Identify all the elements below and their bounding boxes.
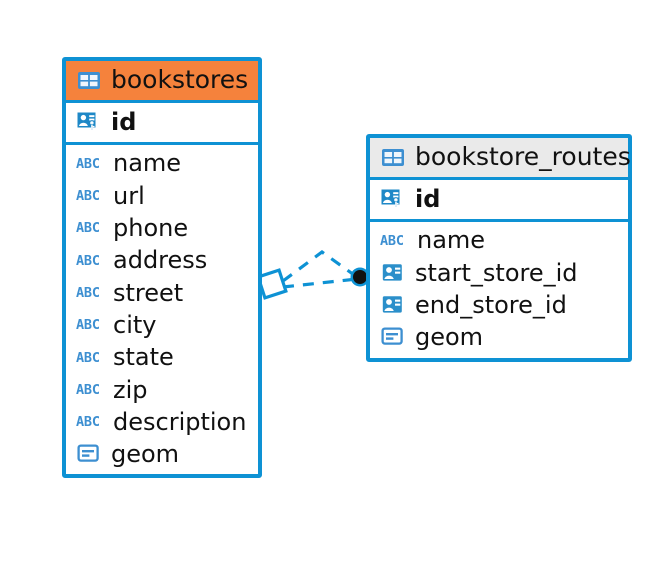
table-grid-icon (380, 146, 406, 168)
column-label: url (113, 181, 145, 210)
geometry-icon (380, 326, 406, 348)
primary-key-icon (380, 188, 406, 210)
column-row-street[interactable]: ABC street (66, 277, 258, 309)
text-abc-icon: ABC (76, 188, 100, 205)
column-label: description (113, 407, 247, 436)
column-row-url[interactable]: ABC url (66, 180, 258, 212)
column-label: geom (415, 323, 484, 352)
entity-title: bookstore_routes (415, 142, 631, 171)
text-abc-icon: ABC (76, 349, 100, 366)
primary-key-section: id (66, 100, 258, 146)
entity-header[interactable]: bookstore_routes (370, 138, 631, 177)
entity-table-bookstore-routes[interactable]: bookstore_routes (366, 134, 632, 362)
column-label: phone (113, 213, 189, 242)
column-row-primary-key[interactable]: id (66, 103, 258, 142)
text-abc-icon: ABC (76, 284, 100, 301)
column-label: name (113, 149, 182, 178)
column-row-geom[interactable]: geom (370, 321, 628, 353)
column-label: city (113, 310, 157, 339)
text-abc-icon: ABC (76, 220, 100, 237)
column-label: zip (113, 375, 148, 404)
column-label: name (417, 226, 486, 255)
text-abc-icon: ABC (76, 381, 100, 398)
column-label: geom (111, 440, 180, 469)
column-row-description[interactable]: ABC description (66, 406, 258, 438)
column-label: address (113, 246, 208, 275)
column-row-zip[interactable]: ABC zip (66, 374, 258, 406)
primary-key-icon (76, 111, 102, 133)
column-label: id (111, 108, 137, 136)
column-row-phone[interactable]: ABC phone (66, 212, 258, 244)
column-row-city[interactable]: ABC city (66, 309, 258, 341)
text-abc-icon: ABC (380, 232, 404, 249)
column-label: end_store_id (415, 290, 567, 319)
column-list: ABC name start_store_id (370, 222, 628, 357)
column-row-end-store-id[interactable]: end_store_id (370, 289, 628, 321)
table-grid-icon (76, 69, 102, 91)
column-label: start_store_id (415, 258, 578, 287)
column-label: id (415, 185, 441, 213)
column-row-name[interactable]: ABC name (370, 224, 628, 256)
entity-header[interactable]: bookstores (66, 61, 258, 100)
column-row-geom[interactable]: geom (66, 438, 258, 470)
text-abc-icon: ABC (76, 317, 100, 334)
entity-title: bookstores (111, 65, 249, 94)
column-row-name[interactable]: ABC name (66, 147, 258, 179)
relationship-line-upper (282, 250, 358, 283)
geometry-icon (76, 443, 102, 465)
column-list: ABC name ABC url ABC phone ABC address A… (66, 145, 258, 474)
column-row-address[interactable]: ABC address (66, 244, 258, 276)
text-abc-icon: ABC (76, 252, 100, 269)
column-row-primary-key[interactable]: id (370, 180, 628, 219)
entity-table-bookstores[interactable]: bookstores (62, 57, 262, 479)
column-row-start-store-id[interactable]: start_store_id (370, 257, 628, 289)
column-label: state (113, 343, 174, 372)
column-label: street (113, 278, 184, 307)
text-abc-icon: ABC (76, 414, 100, 431)
relationship-endpoint-diamond (256, 268, 288, 300)
text-abc-icon: ABC (76, 155, 100, 172)
primary-key-section: id (370, 177, 628, 223)
foreign-key-icon (380, 294, 406, 316)
relationship-line-lower (282, 277, 358, 289)
column-row-state[interactable]: ABC state (66, 341, 258, 373)
foreign-key-icon (380, 262, 406, 284)
